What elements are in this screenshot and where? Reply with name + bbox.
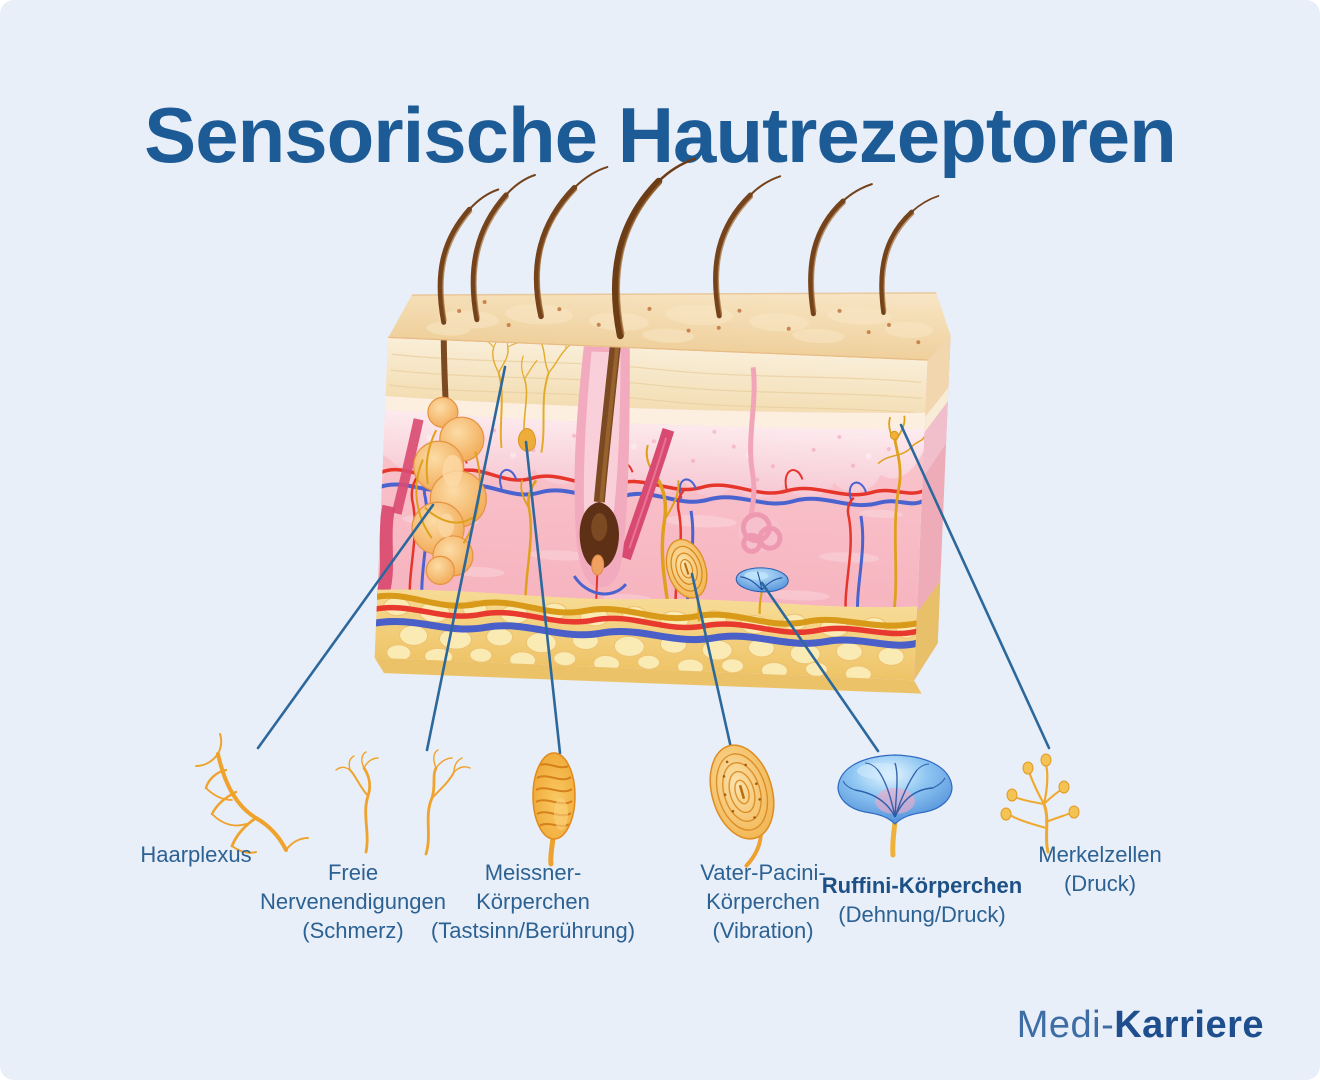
label-line: Freie — [327, 860, 379, 885]
label-line: (Tastsinn/Berührung) — [430, 918, 636, 943]
leader-line-merkelzellen — [899, 423, 1051, 750]
receptor-label-ruffini: Ruffini-Körperchen (Dehnung/Druck) — [822, 871, 1022, 929]
receptor-label-haarplexus: Haarplexus — [140, 840, 251, 869]
leader-lines — [256, 365, 1051, 755]
label-line: (Dehnung/Druck) — [838, 902, 1006, 927]
ruffini-in-skin — [735, 567, 789, 614]
skin-block-front-face — [374, 338, 928, 681]
label-line: Vater-Pacini- — [700, 860, 826, 885]
nerve-plexus-icon — [195, 733, 309, 854]
label-line: Haarplexus — [140, 842, 252, 867]
hair-follicle — [572, 338, 630, 615]
leader-line-meissner — [524, 440, 562, 755]
skin-block-illustration — [374, 157, 951, 694]
label-line: Körperchen — [706, 889, 820, 914]
page-title: Sensorische Hautrezeptoren — [144, 91, 1177, 180]
skin-block-bottom-face — [374, 657, 922, 694]
receptor-label-merkelzellen: Merkelzellen (Druck) — [1038, 840, 1162, 898]
receptor-icons — [195, 733, 1080, 868]
merkel-cells-icon — [1000, 753, 1080, 854]
medi-karriere-logo: Medi-Karriere — [1017, 1004, 1264, 1047]
ruffini-corpuscle-icon — [837, 754, 953, 858]
receptor-label-meissner: Meissner- Körperchen (Tastsinn/Berührung… — [431, 858, 635, 945]
label-line: (Schmerz) — [302, 918, 404, 943]
label-line: Nervenendigungen — [260, 889, 446, 914]
pacinian-corpuscle-icon — [709, 744, 775, 868]
logo-medi: Medi- — [1016, 1004, 1115, 1046]
skin-pore-dots — [457, 300, 921, 345]
leader-line-ruffini — [760, 581, 880, 753]
meissner-corpuscle-icon — [532, 752, 576, 867]
sebaceous-gland — [411, 338, 487, 585]
leader-line-haarplexus — [256, 503, 435, 750]
receptor-label-freie-nervenendigungen: Freie Nervenendigungen (Schmerz) — [260, 858, 446, 945]
label-line: (Druck) — [1063, 871, 1137, 896]
label-line: Meissner- — [484, 860, 582, 885]
leader-line-vater-pacini — [690, 572, 733, 750]
skin-block-side-face — [914, 335, 951, 681]
epidermis-layer — [385, 338, 928, 413]
papillary-layer — [383, 409, 925, 499]
deep-vessel-plexus — [374, 592, 922, 649]
logo-karriere: Karriere — [1114, 1004, 1264, 1046]
sweat-gland — [738, 367, 783, 554]
label-line: Ruffini-Körperchen — [821, 873, 1023, 898]
hairs — [437, 157, 940, 340]
free-nerve-endings-icon — [335, 749, 471, 856]
receptor-label-vater-pacini: Vater-Pacini- Körperchen (Vibration) — [700, 858, 826, 945]
pacinian-in-skin — [665, 538, 708, 622]
label-line: Merkelzellen — [1038, 842, 1162, 867]
leader-line-freie-nervenendigungen — [425, 365, 507, 752]
label-line: Körperchen — [476, 889, 590, 914]
meissner-in-skin — [517, 428, 536, 452]
label-line: (Vibration) — [712, 918, 814, 943]
